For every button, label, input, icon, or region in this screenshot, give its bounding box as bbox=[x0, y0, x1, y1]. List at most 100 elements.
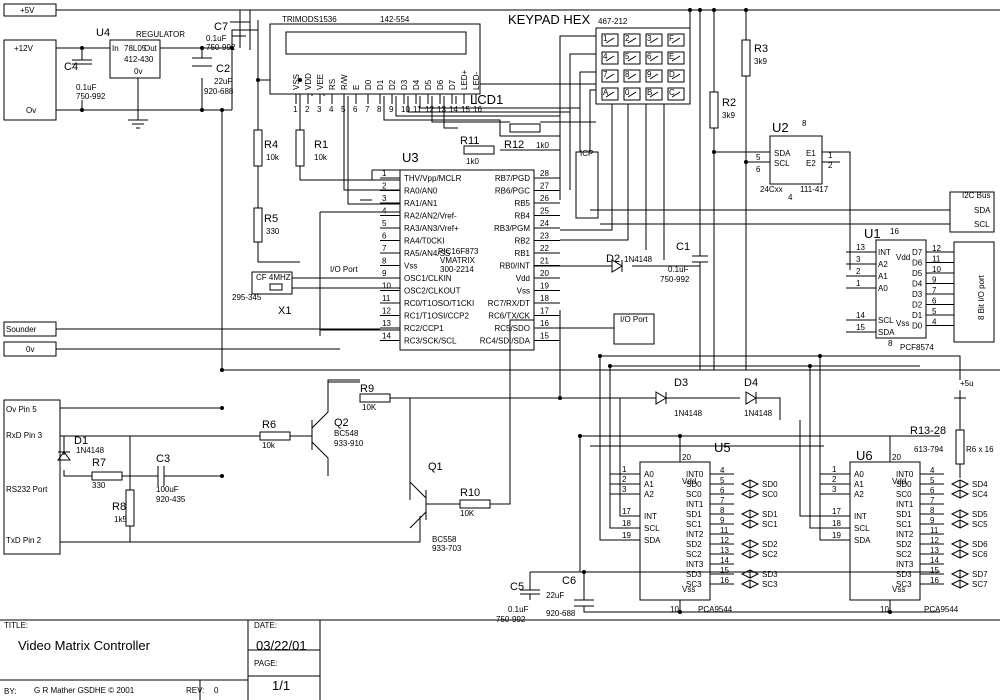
capacitor-c4: C4 0.1uF 750-992 bbox=[64, 59, 106, 101]
u6-pin-number: 11 bbox=[930, 526, 939, 535]
u6-pin-number: 9 bbox=[930, 516, 935, 525]
lcd-pin-number: 13 bbox=[437, 105, 446, 114]
svg-text:1N4148: 1N4148 bbox=[744, 409, 773, 418]
u6-pin-number: 5 bbox=[930, 476, 935, 485]
resistor-r1: R1 10k bbox=[295, 96, 400, 181]
svg-text:750-992: 750-992 bbox=[206, 43, 236, 52]
svg-text:PIC16F873: PIC16F873 bbox=[438, 247, 479, 256]
svg-text:Vdd: Vdd bbox=[896, 253, 910, 262]
u6-pin-label: INT2 bbox=[896, 530, 914, 539]
svg-text:SCL: SCL bbox=[774, 159, 790, 168]
keypad-key: D bbox=[669, 70, 675, 79]
svg-text:DATE:: DATE: bbox=[254, 621, 277, 630]
u5-pin-number: 3 bbox=[622, 485, 627, 494]
u6-pin-label: SD1 bbox=[896, 510, 912, 519]
u6-pin-label: INT0 bbox=[896, 470, 914, 479]
svg-text:22uF: 22uF bbox=[546, 591, 564, 600]
u3-pin-label: OSC1/CLKIN bbox=[404, 274, 452, 283]
svg-text:111-417: 111-417 bbox=[800, 185, 829, 194]
svg-text:8: 8 bbox=[802, 119, 807, 128]
keypad-key: 6 bbox=[647, 52, 652, 61]
svg-text:SCL: SCL bbox=[974, 220, 990, 229]
u6-output-label: SC7 bbox=[972, 580, 988, 589]
lcd-pin-label: D0 bbox=[364, 79, 373, 90]
svg-text:920-688: 920-688 bbox=[204, 87, 234, 96]
mux-bus-wiring bbox=[579, 355, 961, 612]
svg-text:C5: C5 bbox=[510, 581, 524, 593]
keypad-key: C bbox=[669, 88, 675, 97]
svg-text:D2: D2 bbox=[606, 253, 620, 265]
u6-pin-label: SC2 bbox=[896, 550, 912, 559]
connector-0v: 0v bbox=[3, 341, 340, 357]
bus-wiring bbox=[383, 35, 665, 260]
svg-text:D1: D1 bbox=[74, 435, 88, 447]
u1-pin-label: A2 bbox=[878, 260, 888, 269]
icp-header: ICP bbox=[575, 149, 599, 219]
u1-pin-label: D0 bbox=[912, 322, 923, 331]
u3-pin-label: RC0/T1OSO/T1CKI bbox=[404, 299, 474, 308]
u6-output-label: SD5 bbox=[972, 510, 988, 519]
u3-pin-label: RA5/AN4/SS bbox=[404, 249, 450, 258]
u6-pin-label: A0 bbox=[854, 470, 864, 479]
svg-text:U3: U3 bbox=[402, 150, 419, 165]
io-port-left: I/O Port bbox=[319, 212, 358, 336]
u3-pin-number: 26 bbox=[540, 194, 549, 203]
svg-text:0.1uF: 0.1uF bbox=[508, 605, 529, 614]
resistor-r6: R6 10k bbox=[130, 419, 312, 450]
svg-text:412-430: 412-430 bbox=[124, 55, 154, 64]
u3-pin-label: RA0/AN0 bbox=[404, 187, 438, 196]
svg-text:142-554: 142-554 bbox=[380, 15, 410, 24]
keypad-key: 0 bbox=[625, 88, 630, 97]
svg-text:0v: 0v bbox=[134, 67, 142, 76]
eeprom-u2: U2 SDA SCL E1 E2 24Cxx 111-417 5 6 1 2 8… bbox=[714, 119, 851, 270]
lcd-pin-number: 3 bbox=[317, 105, 322, 114]
svg-text:E1: E1 bbox=[806, 149, 816, 158]
u5-pin-number: 6 bbox=[720, 486, 725, 495]
u5-pin-number: 7 bbox=[720, 496, 725, 505]
lcd-pin-label: R/W bbox=[340, 74, 349, 90]
svg-text:Q1: Q1 bbox=[428, 461, 443, 473]
u6-pin-label: INT1 bbox=[896, 500, 914, 509]
u6-pin-number: 18 bbox=[832, 519, 841, 528]
keypad-key: 8 bbox=[625, 70, 630, 79]
svg-text:20: 20 bbox=[892, 453, 901, 462]
keypad-key: 2 bbox=[625, 34, 630, 43]
u3-pin-label: RC7/RX/DT bbox=[488, 299, 530, 308]
io-expander-u1: U1 PCF8574 Vdd Vss 16 8 13INT3A22A11A014… bbox=[846, 226, 968, 352]
lcd-pin-label: RS bbox=[328, 79, 337, 90]
svg-text:1N4148: 1N4148 bbox=[624, 255, 653, 264]
u6-pin-number: 3 bbox=[832, 485, 837, 494]
lcd-pin-number: 14 bbox=[449, 105, 458, 114]
u5-pin-label: INT1 bbox=[686, 500, 704, 509]
u1-pin-number: 14 bbox=[856, 311, 865, 320]
svg-text:933-703: 933-703 bbox=[432, 544, 462, 553]
svg-text:RS232 Port: RS232 Port bbox=[6, 485, 48, 494]
u5-pin-label: INT0 bbox=[686, 470, 704, 479]
svg-text:03/22/01: 03/22/01 bbox=[256, 638, 307, 653]
u5-pin-number: 15 bbox=[720, 566, 729, 575]
u6-pin-label: SC3 bbox=[896, 580, 912, 589]
diode-d1: D1 1N4148 bbox=[57, 435, 105, 461]
svg-text:10K: 10K bbox=[362, 403, 377, 412]
svg-text:330: 330 bbox=[266, 227, 280, 236]
io8-connector: 8 Bit I/O port bbox=[953, 241, 995, 343]
u1-pin-number: 2 bbox=[856, 267, 861, 276]
svg-text:10k: 10k bbox=[266, 153, 280, 162]
diode-d4: D4 1N4148 bbox=[744, 377, 781, 420]
u6-pin-number: 16 bbox=[930, 576, 939, 585]
svg-text:R10: R10 bbox=[460, 487, 480, 499]
u1-pin-label: D6 bbox=[912, 259, 923, 268]
svg-text:1N4148: 1N4148 bbox=[674, 409, 703, 418]
u3-pin-number: 2 bbox=[382, 182, 387, 191]
mux-u6: U6 PCA9544 Vdd Vss 20 10 1A02A13A217INT1… bbox=[830, 448, 988, 614]
u5-pin-label: SDA bbox=[644, 536, 661, 545]
svg-text:0.1uF: 0.1uF bbox=[76, 83, 97, 92]
svg-text:ICP: ICP bbox=[580, 149, 593, 158]
u5-output-label: SD3 bbox=[762, 570, 778, 579]
u5-pin-label: SD1 bbox=[686, 510, 702, 519]
lcd-pin-number: 2 bbox=[305, 105, 310, 114]
u1-pin-label: D5 bbox=[912, 269, 923, 278]
resistor-array-r13-28: R13-28 613-794 R6 x 16 +5u bbox=[910, 379, 994, 478]
u5-pin-number: 5 bbox=[720, 476, 725, 485]
u5-pin-number: 11 bbox=[720, 526, 729, 535]
